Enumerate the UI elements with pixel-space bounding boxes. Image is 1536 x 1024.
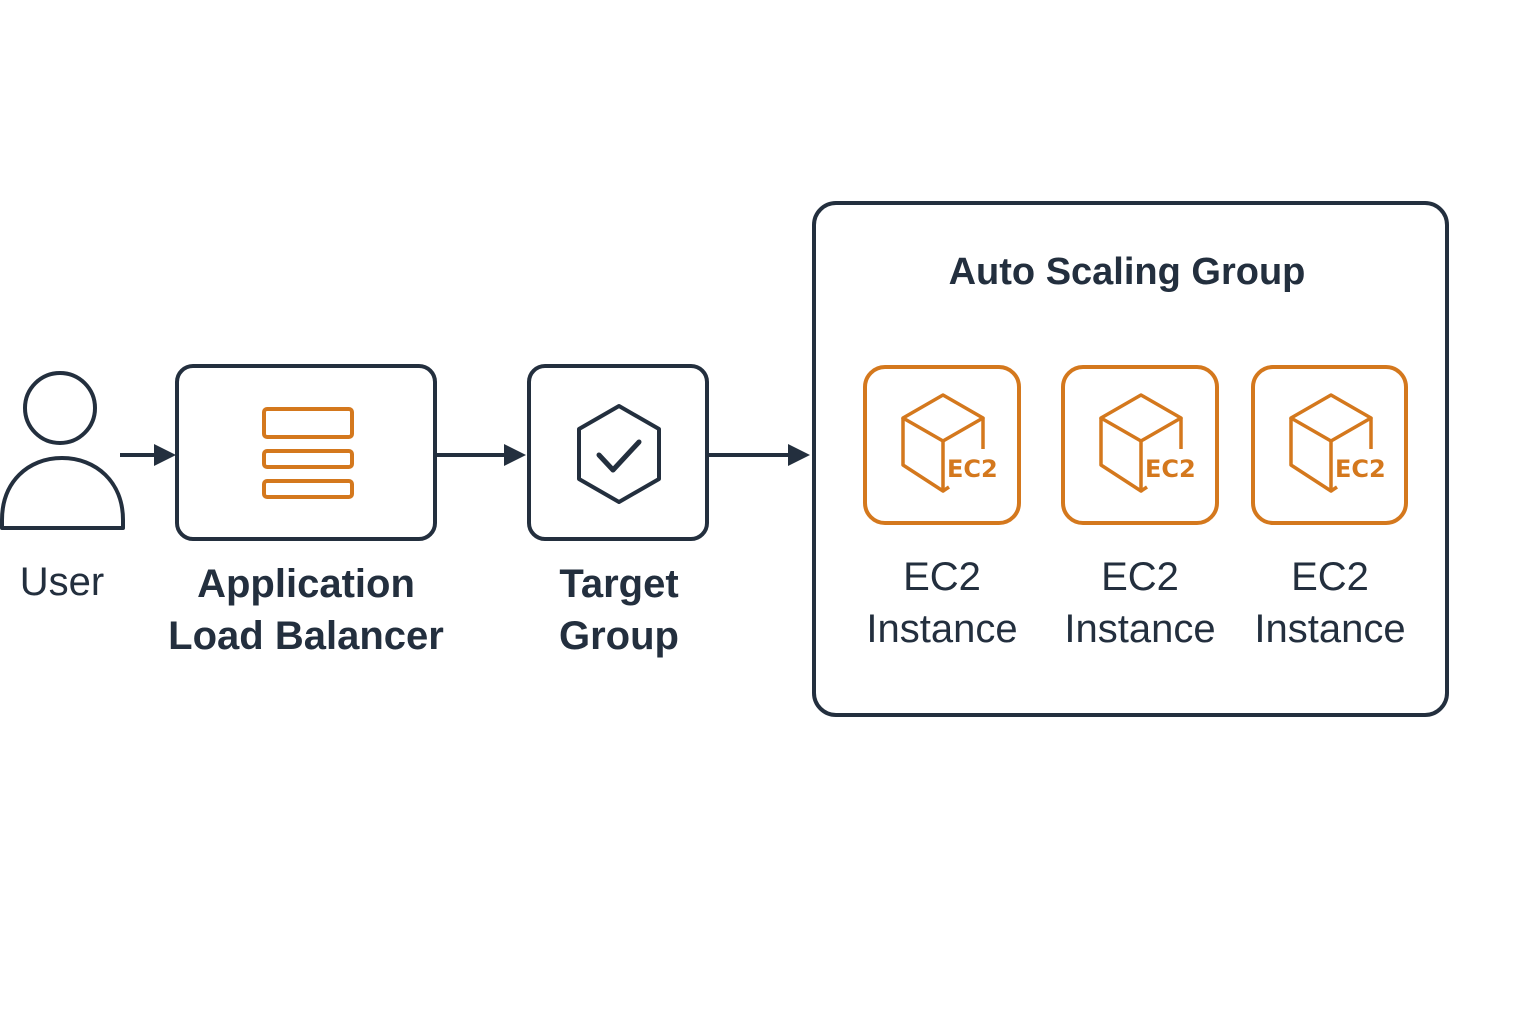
target-group-label-line2: Group <box>559 614 679 658</box>
arrow-user-to-alb <box>120 444 176 466</box>
ec2-icon-text: EC2 <box>947 455 998 483</box>
user-label: User <box>19 560 105 604</box>
ec2-instance-label: EC2 Instance <box>1230 551 1430 655</box>
user-icon <box>0 371 125 530</box>
ec2-cube-icon: EC2 <box>1289 393 1386 493</box>
ec2-instance-node[interactable]: EC2 <box>1061 365 1219 525</box>
ec2-label-line1: EC2 <box>1291 555 1369 599</box>
load-balancer-icon <box>262 407 354 499</box>
arrow-alb-to-target-group <box>436 444 526 466</box>
ec2-instance-label: EC2 Instance <box>1040 551 1240 655</box>
ec2-cube-icon: EC2 <box>901 393 998 493</box>
ec2-cube-icon: EC2 <box>1099 393 1196 493</box>
ec2-label-line2: Instance <box>1064 607 1216 651</box>
target-group-label: Target Group <box>527 558 711 662</box>
ec2-instance-label: EC2 Instance <box>842 551 1042 655</box>
user-node[interactable] <box>0 370 130 535</box>
ec2-label-line2: Instance <box>866 607 1018 651</box>
target-group-label-line1: Target <box>559 562 679 606</box>
alb-label-line1: Application <box>197 562 415 606</box>
ec2-instance-node[interactable]: EC2 <box>863 365 1021 525</box>
ec2-icon-text: EC2 <box>1145 455 1196 483</box>
auto-scaling-group-title: Auto Scaling Group <box>948 251 1306 293</box>
arrow-target-group-to-asg <box>708 444 810 466</box>
alb-label-line2: Load Balancer <box>168 614 444 658</box>
ec2-label-line1: EC2 <box>1101 555 1179 599</box>
application-load-balancer-label: Application Load Balancer <box>150 558 462 662</box>
ec2-icon-text: EC2 <box>1335 455 1386 483</box>
ec2-label-line2: Instance <box>1254 607 1406 651</box>
application-load-balancer-node[interactable] <box>175 364 437 541</box>
ec2-label-line1: EC2 <box>903 555 981 599</box>
ec2-instance-node[interactable]: EC2 <box>1251 365 1408 525</box>
target-group-node[interactable] <box>527 364 709 541</box>
target-group-check-icon <box>577 404 661 504</box>
